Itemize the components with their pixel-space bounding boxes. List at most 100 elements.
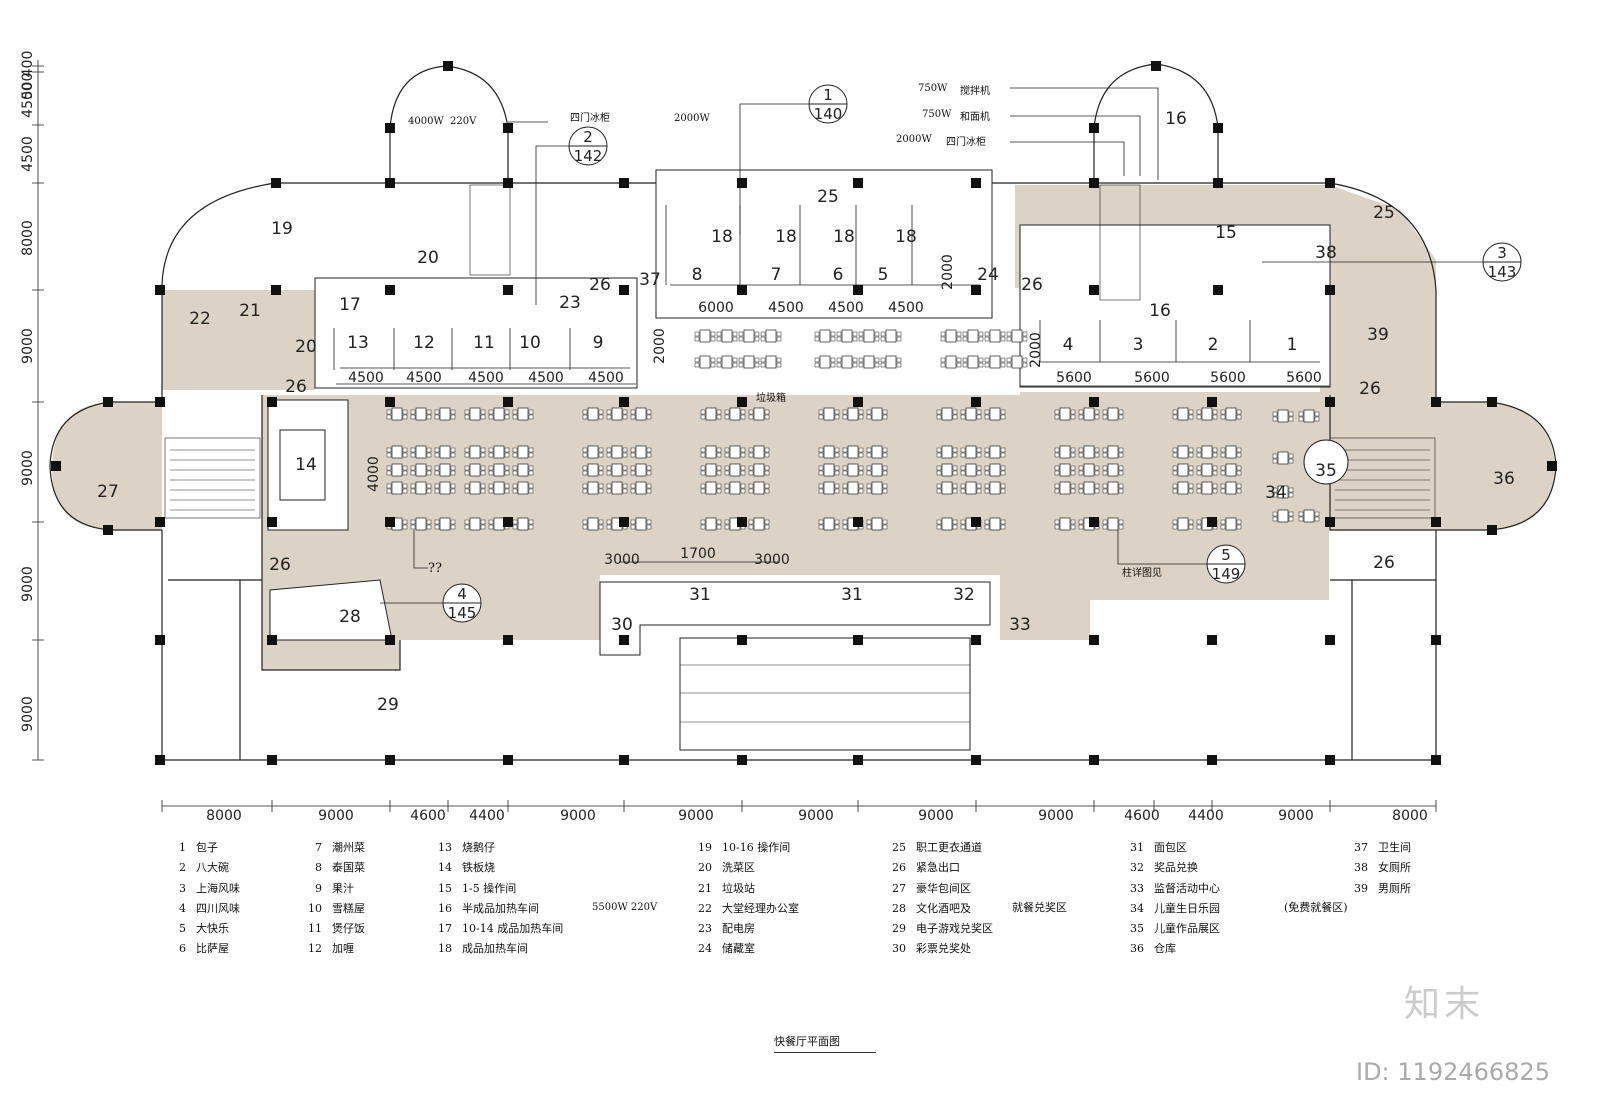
- table-set: [814, 329, 836, 343]
- dim-kr-2: 5600: [1134, 370, 1170, 386]
- column-marker: [1325, 755, 1335, 765]
- column-marker: [1213, 123, 1223, 133]
- table-set: [1078, 407, 1100, 421]
- column-marker: [385, 178, 395, 188]
- column-marker: [503, 285, 513, 295]
- column-marker: [619, 755, 629, 765]
- column-marker: [971, 517, 981, 527]
- legend-item-number: 35: [1130, 922, 1144, 936]
- booth-areas: [267, 399, 1349, 641]
- column-marker: [503, 123, 513, 133]
- table-set: [694, 329, 716, 343]
- legend-item-number: 14: [438, 861, 452, 875]
- table-set: [488, 445, 510, 459]
- column-marker: [267, 397, 277, 407]
- callout-1-bottom: 140: [814, 105, 843, 123]
- table-set: [818, 463, 840, 477]
- legend-item-label: 雪糕屋: [332, 901, 365, 915]
- column-marker: [1325, 635, 1335, 645]
- column-marker: [737, 397, 747, 407]
- legend-item-number: 36: [1130, 942, 1144, 956]
- column-marker: [155, 755, 165, 765]
- column-marker: [503, 178, 513, 188]
- callout-3-bottom: 143: [1488, 263, 1517, 281]
- table-set: [960, 445, 982, 459]
- table-set: [748, 407, 770, 421]
- legend-item-label: 包子: [196, 841, 218, 854]
- column-marker: [267, 635, 277, 645]
- table-set: [606, 407, 628, 421]
- table-set: [1006, 329, 1028, 343]
- room-38: 38: [1315, 243, 1337, 263]
- table-set: [1102, 407, 1124, 421]
- table-set: [410, 517, 432, 531]
- legend-col-5-extra: 就餐兑奖区: [1012, 901, 1067, 914]
- table-set: [1196, 481, 1218, 495]
- table-set: [984, 355, 1006, 369]
- table-set: [630, 445, 652, 459]
- legend-item-label: 比萨屋: [196, 942, 229, 956]
- legend-item-number: 12: [308, 942, 322, 956]
- dim-left-4: 8000: [20, 220, 36, 256]
- column-marker: [1431, 755, 1441, 765]
- table-set: [606, 463, 628, 477]
- room-5: 5: [878, 265, 889, 285]
- callout-bubbles: [442, 84, 1522, 623]
- brand-watermark: 知末: [1404, 984, 1485, 1025]
- dim-bottom-2: 9000: [318, 808, 354, 824]
- room-4: 4: [1063, 335, 1074, 355]
- legend-item: 35 儿童作品展区: [1118, 919, 1220, 939]
- dim-kl-4: 4500: [528, 370, 564, 386]
- dim-bottom-8: 9000: [918, 808, 954, 824]
- room-21: 21: [239, 301, 261, 321]
- table-set: [984, 445, 1006, 459]
- dim-kl-1: 4500: [348, 370, 384, 386]
- table-set: [842, 463, 864, 477]
- column-marker: [155, 397, 165, 407]
- dim-kr-3: 5600: [1210, 370, 1246, 386]
- column-marker: [1325, 285, 1335, 295]
- table-set: [630, 463, 652, 477]
- dim-bottom-9: 9000: [1038, 808, 1074, 824]
- dim-kt-4: 4500: [888, 300, 924, 316]
- room-18-a: 18: [711, 227, 733, 247]
- callout-1-top: 1: [823, 86, 833, 104]
- column-marker: [853, 755, 863, 765]
- column-marker: [853, 178, 863, 188]
- table-set: [582, 463, 604, 477]
- room-7: 7: [771, 265, 782, 285]
- column-marker: [385, 123, 395, 133]
- column-marker: [971, 635, 981, 645]
- legend-item-number: 29: [892, 922, 906, 936]
- drawing-title: 快餐厅平面图: [774, 1033, 876, 1053]
- room-8: 8: [692, 265, 703, 285]
- column-marker: [503, 755, 513, 765]
- dim-bottom-7: 9000: [798, 808, 834, 824]
- legend-item-label: 儿童作品展区: [1154, 922, 1220, 936]
- legend-item-label: 紧急出口: [916, 861, 960, 875]
- table-set: [700, 445, 722, 459]
- column-marker: [1213, 285, 1223, 295]
- column-marker: [971, 397, 981, 407]
- legend-item-label: 男厕所: [1378, 881, 1411, 895]
- callout-4-bottom: 145: [448, 604, 477, 622]
- room-17: 17: [339, 295, 361, 315]
- column-marker: [737, 517, 747, 527]
- table-set: [512, 463, 534, 477]
